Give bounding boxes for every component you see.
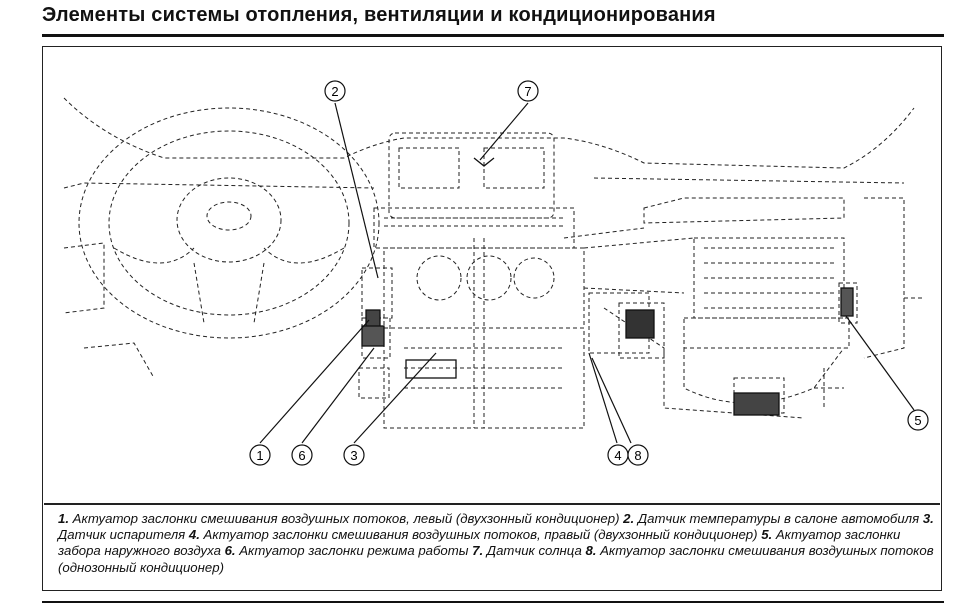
legend-5-text: Актуатор заслонки забора наружного возду… [58, 527, 901, 559]
legend-3-text: Датчик испарителя [58, 527, 189, 543]
legend-6-num: 6. [224, 543, 236, 559]
dashboard-outline [63, 97, 915, 169]
callout-1: 1 [249, 444, 271, 466]
legend-7-num: 7. [472, 543, 484, 559]
legend-6-text: Актуатор заслонки режима работы [235, 543, 473, 559]
callout-5: 5 [907, 409, 929, 431]
title-underline [42, 34, 944, 37]
callout-6: 6 [291, 444, 313, 466]
bottom-rule [42, 601, 944, 603]
legend-5-num: 5. [761, 527, 773, 543]
legend-2-num: 2. [623, 511, 635, 526]
legend-4-num: 4. [188, 527, 200, 543]
callout-8: 8 [627, 444, 649, 466]
legend-3-num: 3. [922, 511, 934, 526]
callout-6-label: 6 [298, 448, 305, 463]
legend-2-text: Датчик температуры в салоне автомобиля [634, 511, 923, 526]
callout-1-label: 1 [256, 448, 263, 463]
callout-4: 4 [607, 444, 629, 466]
legend-8-num: 8. [585, 543, 597, 559]
legend-1-num: 1. [58, 511, 69, 526]
callout-3: 3 [343, 444, 365, 466]
callout-7-label: 7 [524, 84, 531, 99]
callout-2-label: 2 [331, 84, 338, 99]
callout-4-label: 4 [614, 448, 621, 463]
callout-8-label: 8 [634, 448, 641, 463]
steering-wheel [78, 107, 380, 339]
page-title: Элементы системы отопления, вентиляции и… [42, 4, 716, 26]
legend-4-text: Актуатор заслонки смешивания воздушных п… [199, 527, 762, 543]
legend-7-text: Датчик солнца [483, 543, 586, 559]
callout-5-label: 5 [914, 413, 921, 428]
callout-2: 2 [324, 80, 346, 102]
legend-1-text: Актуатор заслонки смешивания воздушных п… [69, 511, 624, 526]
figure-frame [42, 46, 942, 591]
callout-7: 7 [517, 80, 539, 102]
figure-caption: 1. Актуатор заслонки смешивания воздушны… [58, 511, 938, 576]
legend-8-text: Актуатор заслонки смешивания воздушных п… [58, 543, 934, 575]
caption-divider [44, 503, 940, 505]
callout-3-label: 3 [350, 448, 357, 463]
center-console [373, 132, 585, 429]
hvac-unit [563, 197, 858, 419]
hvac-diagram: 2 7 1 6 3 4 8 5 [63, 80, 929, 466]
